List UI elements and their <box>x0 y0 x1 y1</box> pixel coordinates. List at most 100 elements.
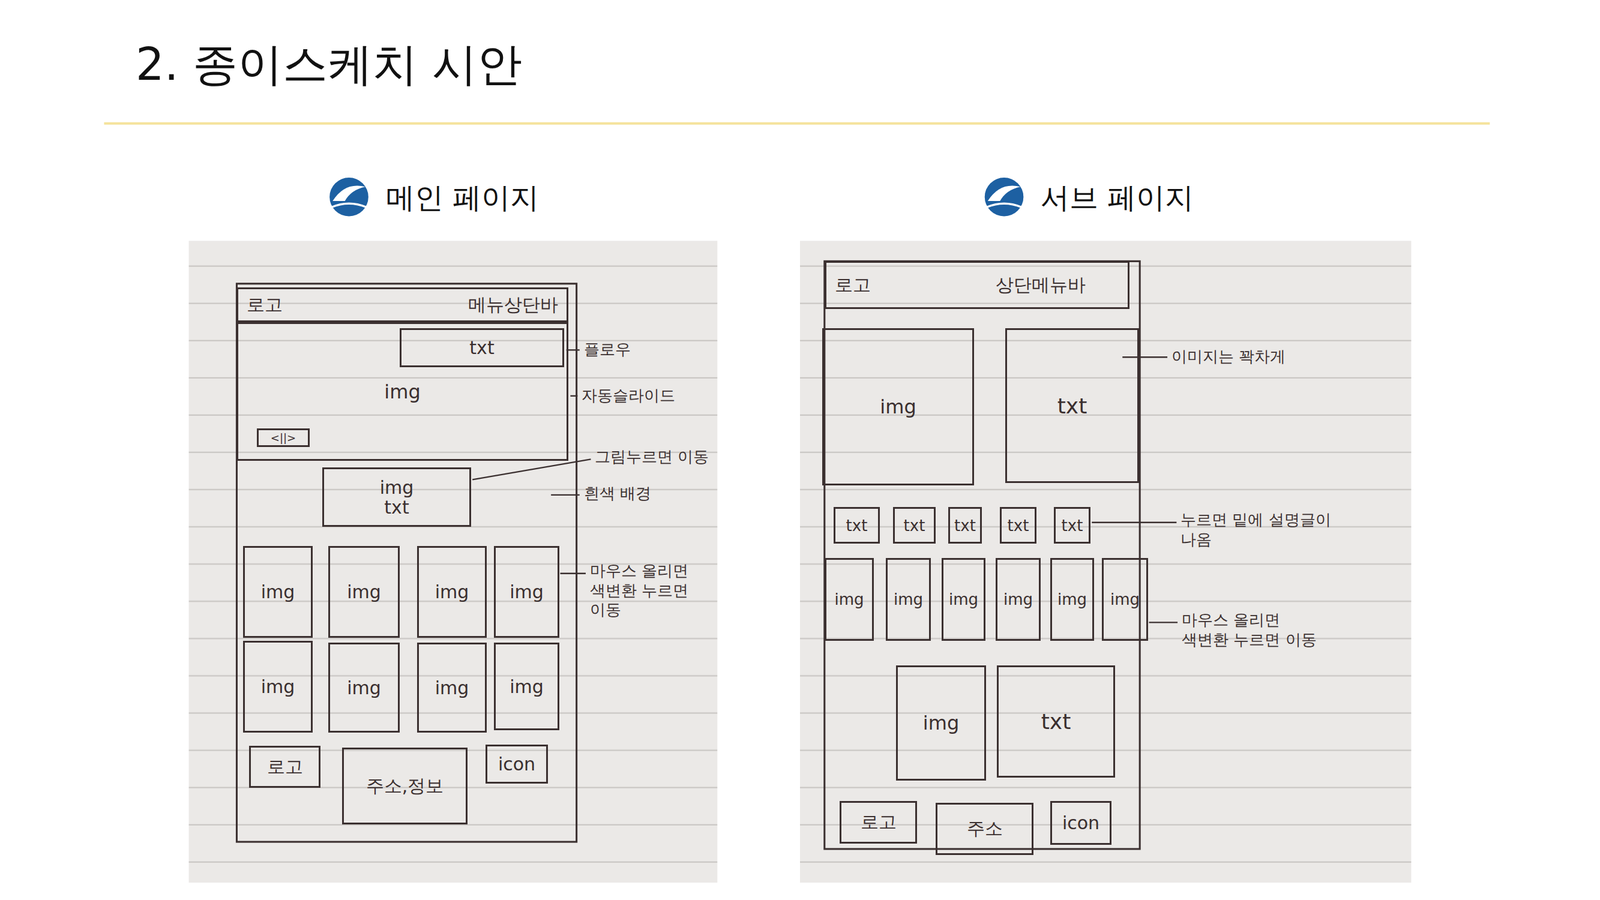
wire-box: icon <box>1050 801 1112 846</box>
wire-box: txt <box>399 328 565 368</box>
wire-box: img <box>941 558 986 641</box>
box-text: 주소,정보 <box>366 774 445 799</box>
callout-note: 흰색 배경 <box>583 483 652 504</box>
callout-note: 누르면 밑에 설명글이 나옴 <box>1180 510 1355 550</box>
slide-title: 2. 종이스케치 시안 <box>135 36 523 94</box>
box-text: img <box>379 477 415 498</box>
box-text: txt <box>1061 516 1084 535</box>
wire-box: img <box>493 642 560 731</box>
wire-box: img <box>824 558 874 641</box>
box-text: img <box>879 395 916 419</box>
box-text: img <box>509 676 544 698</box>
callout-note: 그림누르면 이동 <box>594 447 709 467</box>
wire-box: <||> <box>256 428 310 448</box>
callout-note: 플로우 <box>583 339 631 360</box>
wire-box: img <box>243 546 313 638</box>
wire-box: img <box>896 665 987 781</box>
box-text: txt <box>1057 393 1088 419</box>
wire-box: txt <box>893 507 936 544</box>
page-heading: 서브 페이지 <box>1040 179 1194 216</box>
callout-note: 자동슬라이드 <box>581 385 676 406</box>
wire-box: 주소 <box>935 803 1034 856</box>
leader-line <box>472 459 591 480</box>
wire-box: img <box>995 558 1041 641</box>
wire-box: img <box>243 640 313 733</box>
box-text: 주소 <box>966 816 1003 842</box>
wire-box: txt <box>1005 328 1140 484</box>
wire-box: imgtxt <box>322 467 472 527</box>
leader-line <box>1148 621 1178 623</box>
wire-box: img <box>1050 558 1095 641</box>
box-text: img <box>893 590 924 609</box>
box-text: img <box>261 676 296 698</box>
leader-line <box>1091 522 1177 524</box>
wire-box: txt <box>833 507 880 544</box>
wire-box: img <box>328 642 400 733</box>
box-text: img <box>834 590 864 609</box>
wire-box: icon <box>485 744 548 784</box>
wire-box: img <box>885 558 931 641</box>
box-text: txt <box>469 337 494 359</box>
box-text: img <box>346 677 382 699</box>
wire-box: txt <box>999 507 1037 544</box>
wire-box: 로고 <box>249 745 321 788</box>
page-frame <box>824 261 1140 850</box>
box-text: 상단메뉴바 <box>995 273 1086 298</box>
paper-photo <box>800 240 1411 883</box>
box-text: img <box>261 581 296 603</box>
box-text: img <box>346 581 382 603</box>
box-text: img <box>509 581 544 603</box>
box-text: txt <box>903 516 926 535</box>
wire-box: txt <box>948 507 982 544</box>
leader-line <box>550 494 580 496</box>
box-text: txt <box>1007 516 1030 535</box>
callout-note: 이미지는 꽉차게 <box>1171 346 1286 367</box>
callout-note: 마우스 올리면 색변환 누르면 이동 <box>1181 610 1320 650</box>
box-text: img <box>384 380 421 404</box>
leader-line <box>559 573 586 575</box>
box-text: 메뉴상단바 <box>468 292 559 318</box>
wire-box: img <box>328 546 400 638</box>
wire-box: 주소,정보 <box>342 747 468 825</box>
box-text: icon <box>1062 812 1100 834</box>
wire-box: txt <box>1053 507 1091 544</box>
logo-icon <box>329 177 369 217</box>
box-text: 로고 <box>267 754 304 780</box>
box-text: txt <box>954 516 976 535</box>
paper-photo <box>189 240 718 883</box>
wire-box: img <box>1101 558 1149 641</box>
leader-line <box>1122 356 1168 358</box>
box-text: 로고 <box>834 273 871 298</box>
menu-bar: 로고 메뉴상단바 <box>236 287 569 323</box>
menu-bar: 로고 상단메뉴바 <box>824 261 1130 310</box>
box-text: img <box>435 581 470 603</box>
box-text: icon <box>498 753 536 775</box>
wire-box: img <box>493 546 560 638</box>
page-heading: 메인 페이지 <box>385 179 539 216</box>
wire-box: img txt <||> <box>236 322 569 461</box>
box-text: img <box>1057 590 1087 609</box>
box-text: img <box>1110 590 1140 609</box>
box-text: img <box>1003 590 1033 609</box>
leader-line <box>570 395 578 397</box>
title-underline <box>103 122 1490 125</box>
callout-note: 마우스 올리면 색변환 누르면 이동 <box>589 561 704 620</box>
box-text: img <box>948 590 979 609</box>
wire-box: txt <box>996 665 1116 778</box>
box-text: 로고 <box>246 292 283 318</box>
box-text: 로고 <box>860 810 897 835</box>
box-text: txt <box>384 497 409 518</box>
page-frame <box>236 283 577 843</box>
wire-box: 로고 <box>839 801 918 844</box>
box-text: img <box>435 677 470 699</box>
wire-box: img <box>417 642 487 733</box>
box-text: img <box>923 711 960 735</box>
logo-icon <box>984 177 1024 217</box>
wire-box: img <box>822 328 975 486</box>
box-text: txt <box>1041 709 1072 734</box>
box-text: txt <box>846 516 868 535</box>
wire-box: img <box>417 546 487 638</box>
box-text: <||> <box>270 431 296 445</box>
